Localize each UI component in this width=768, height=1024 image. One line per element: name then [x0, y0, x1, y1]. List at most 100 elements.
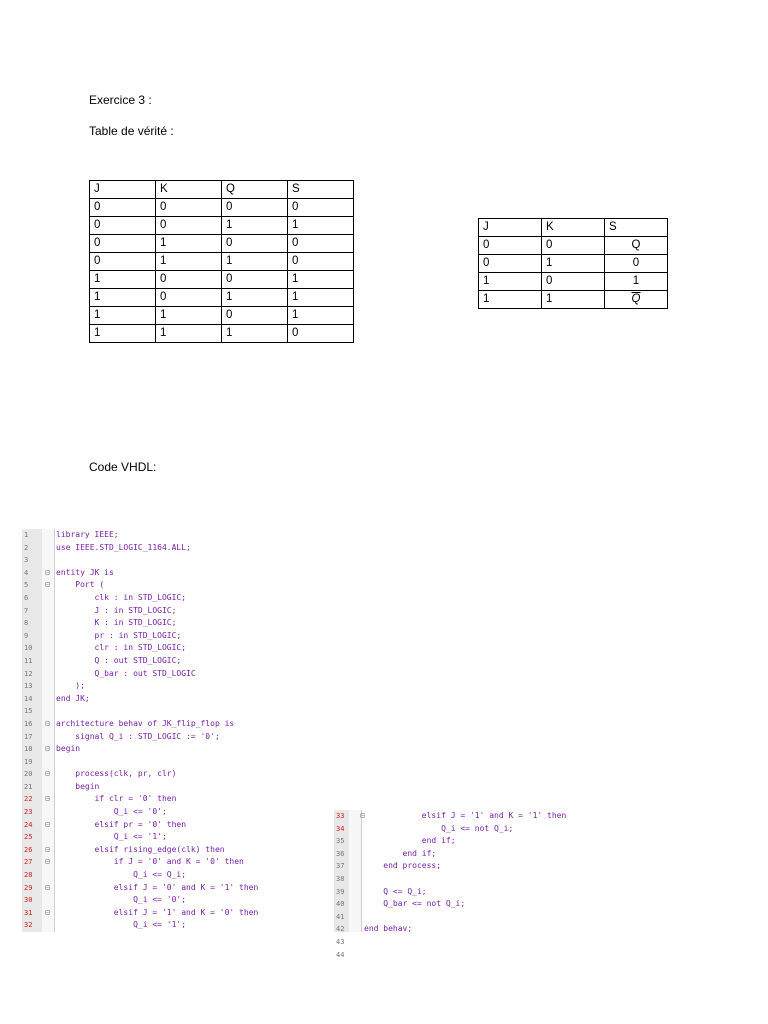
code-text: if clr = '0' then	[56, 794, 177, 804]
line-number-gutter	[334, 810, 349, 932]
line-number: 27	[24, 858, 33, 867]
code-text: pr : in STD_LOGIC;	[56, 630, 182, 640]
table-row: 0 1 0 0	[89, 234, 355, 253]
code-text: signal Q_i : STD_LOGIC := '0';	[56, 731, 220, 741]
table-row: 1 1 1 0	[89, 324, 355, 343]
header-cell: S	[604, 218, 668, 237]
vhdl-heading: Code VHDL:	[89, 460, 157, 474]
code-text: begin	[56, 781, 100, 791]
table-header-row: J K Q S	[89, 180, 355, 199]
header-cell: K	[154, 180, 222, 199]
truth-table-heading: Table de vérité :	[89, 124, 174, 138]
line-number: 8	[24, 619, 29, 628]
code-text: Q_bar : out STD_LOGIC	[56, 668, 196, 678]
code-text: begin	[56, 744, 81, 754]
code-text: end behav;	[364, 924, 413, 934]
line-number: 18	[24, 745, 33, 754]
fold-icon[interactable]: ⊟	[45, 857, 50, 867]
table-row: 0 1 1 0	[89, 252, 355, 271]
code-line: 4⊟entity JK is	[22, 567, 200, 580]
table-cell: 1	[154, 234, 222, 253]
line-number: 38	[336, 874, 345, 883]
code-text: Port (	[56, 580, 105, 590]
code-line: 26 ⊟ elsif rising_edge(clk) then	[22, 844, 225, 857]
code-text: elsif J = '0' and K = '1' then	[56, 882, 259, 892]
code-text: end JK;	[56, 693, 90, 703]
line-number: 25	[24, 833, 33, 842]
code-line: 32 Q_i <= '1';	[22, 919, 200, 932]
table-cell: 1	[286, 288, 355, 307]
table-cell: Q	[604, 236, 668, 255]
header-cell: J	[89, 180, 156, 199]
line-number: 37	[336, 862, 345, 871]
table-cell: Q	[604, 290, 668, 309]
table-cell: 0	[89, 234, 156, 253]
table-row: 0 0 Q	[478, 236, 668, 255]
table-cell: 1	[541, 254, 605, 273]
table-cell: 1	[478, 290, 542, 309]
table-cell: 0	[154, 288, 222, 307]
line-number: 26	[24, 845, 33, 854]
header-cell: J	[478, 218, 542, 237]
fold-icon[interactable]: ⊟	[45, 794, 50, 804]
code-line: 24⊟ elsif pr = '0' then	[22, 819, 200, 832]
code-text: process(clk, pr, clr)	[56, 769, 177, 779]
fold-icon[interactable]: ⊟	[360, 811, 365, 820]
table-cell: 0	[220, 306, 288, 325]
code-line: 21 begin	[22, 781, 200, 794]
code-line: 30 Q_i <= '0';	[22, 894, 200, 907]
code-text: end if;	[364, 848, 437, 858]
table-cell: 0	[154, 216, 222, 235]
code-text: elsif rising_edge(clk) then	[56, 844, 225, 854]
fold-icon[interactable]: ⊟	[45, 882, 50, 892]
code-line: 27⊟ if J = '0' and K = '0' then	[22, 856, 244, 869]
line-number: 11	[24, 656, 33, 665]
fold-icon[interactable]: ⊟	[45, 567, 50, 577]
line-number: 6	[24, 593, 29, 602]
line-number: 14	[24, 694, 33, 703]
table-cell: 1	[89, 306, 156, 325]
code-line: 14 end JK;	[22, 693, 200, 706]
code-text: K : in STD_LOGIC;	[56, 618, 177, 628]
header-cell: Q	[220, 180, 288, 199]
table-cell: 1	[154, 324, 222, 343]
code-text: Q_i <= not Q_i;	[364, 823, 514, 833]
table-cell: 1	[286, 270, 355, 289]
fold-icon[interactable]: ⊟	[45, 580, 50, 590]
table-cell: 1	[89, 324, 156, 343]
line-number: 35	[336, 837, 345, 846]
fold-icon[interactable]: ⊟	[45, 744, 50, 754]
table-cell: 0	[154, 270, 222, 289]
line-number: 34	[336, 824, 345, 833]
fold-icon[interactable]: ⊟	[45, 718, 50, 728]
line-number: 24	[24, 820, 33, 829]
code-line: 41	[334, 911, 570, 924]
code-line: 9 pr : in STD_LOGIC;	[22, 630, 200, 643]
fold-icon[interactable]: ⊟	[45, 819, 50, 829]
fold-icon[interactable]: ⊟	[45, 844, 50, 854]
code-text: library IEEE;	[56, 530, 119, 539]
table-cell: 1	[154, 252, 222, 271]
code-line: 36 end if;	[334, 848, 570, 861]
table-cell: 0	[220, 234, 288, 253]
code-text: architecture behav of JK_flip_flop is	[56, 718, 235, 728]
code-text: Q_i <= '0';	[56, 807, 167, 817]
code-line: 10 clr : in STD_LOGIC;	[22, 642, 200, 655]
table-cell: 0	[89, 252, 156, 271]
code-line: 17 signal Q_i : STD_LOGIC := '0';	[22, 731, 220, 744]
table-cell: 0	[286, 324, 355, 343]
code-line: 40 Q_bar <= not Q_i;	[334, 898, 570, 911]
line-number: 42	[336, 925, 345, 934]
q-bar-symbol: Q	[631, 293, 641, 305]
table-cell: 1	[89, 270, 156, 289]
table-row: 1 1 0 1	[89, 306, 355, 325]
line-number: 12	[24, 669, 33, 678]
fold-icon[interactable]: ⊟	[45, 907, 50, 917]
code-line: 31⊟ elsif J = '1' and K = '0' then	[22, 907, 258, 920]
fold-icon[interactable]: ⊟	[45, 769, 50, 779]
code-line: 8 K : in STD_LOGIC;	[22, 617, 200, 630]
